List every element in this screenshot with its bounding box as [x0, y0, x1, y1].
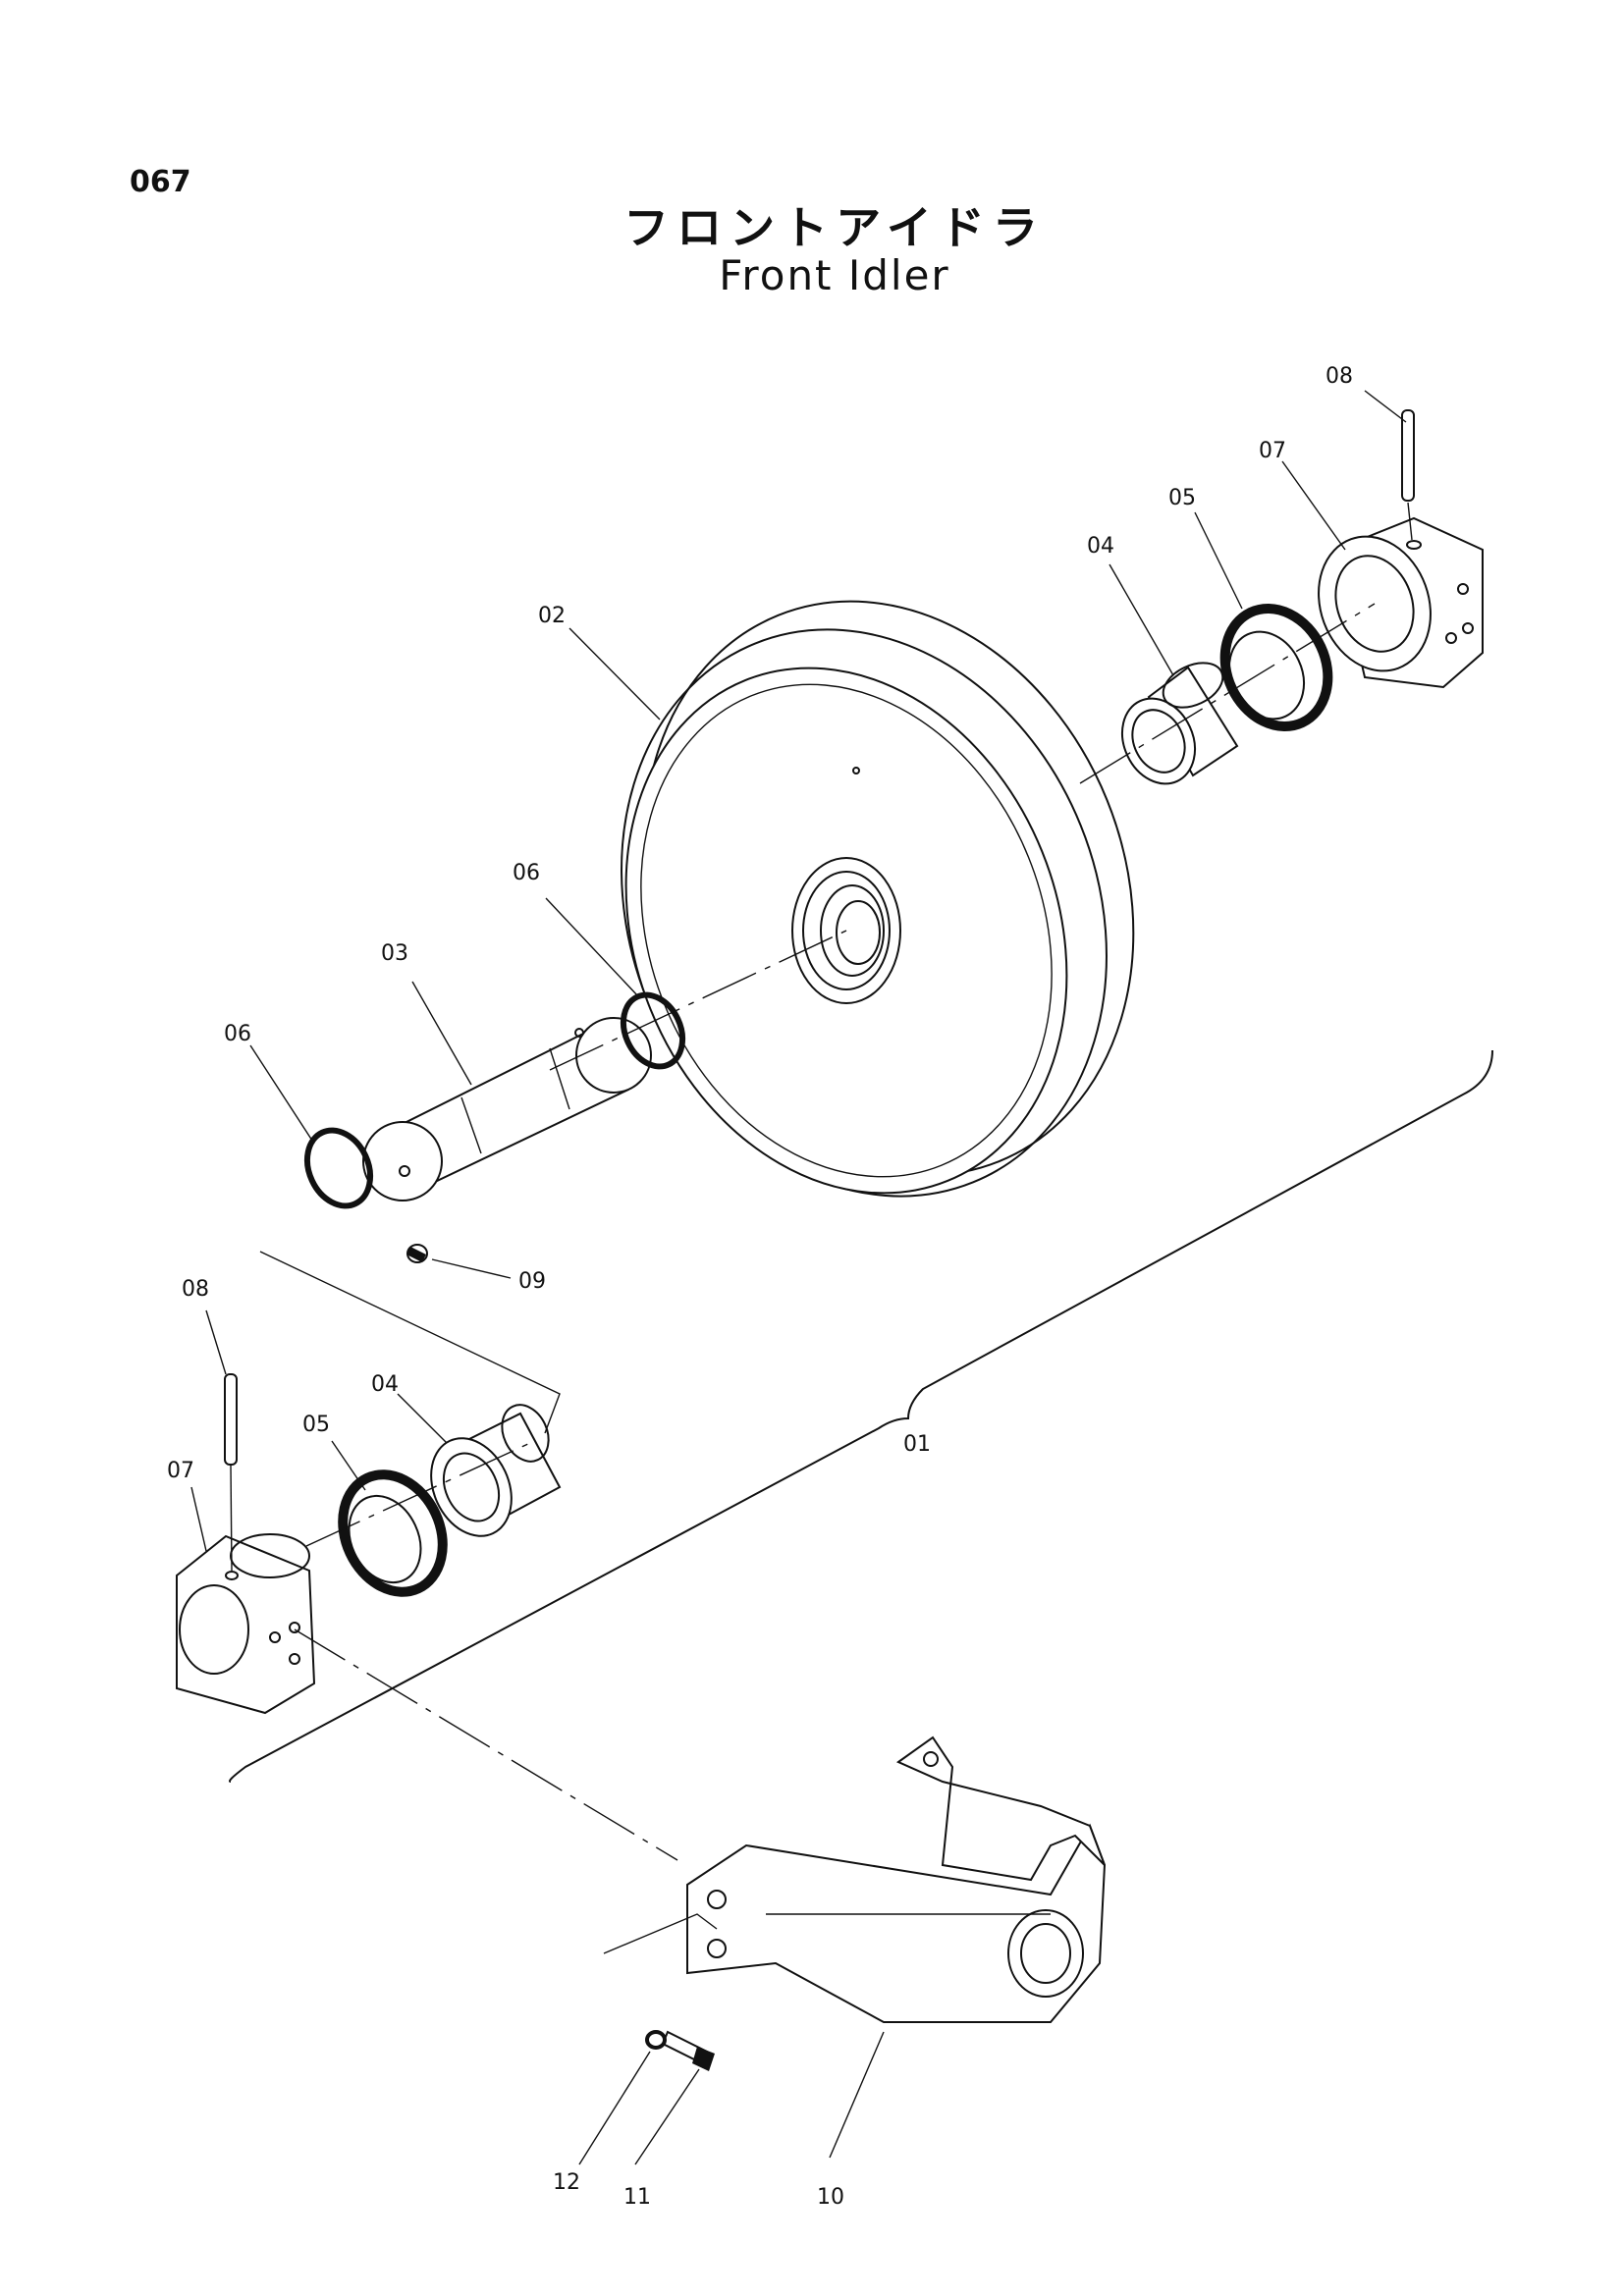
callout-pin-left: 08 [182, 1277, 209, 1302]
bushing-right [1121, 662, 1239, 785]
callout-bushing-left: 04 [371, 1372, 399, 1397]
callout-support-left: 07 [167, 1459, 194, 1483]
shaft [362, 1017, 652, 1201]
axis-line-shaft [549, 930, 847, 1071]
axis-line-right [1079, 603, 1376, 784]
axis-line-yoke [294, 1629, 678, 1861]
pin-axis-left [230, 1464, 233, 1572]
support-left [176, 1533, 316, 1715]
callout-support-right: 07 [1259, 439, 1286, 463]
callout-yoke: 10 [817, 2185, 844, 2210]
o-ring-left [303, 1127, 374, 1209]
bushing-left [430, 1404, 562, 1537]
page-number: 067 [130, 165, 191, 199]
leader-lines [190, 390, 1407, 2165]
o-ring-right [620, 991, 686, 1070]
callout-seal-right: 05 [1168, 486, 1196, 510]
pin-right [1401, 409, 1422, 550]
callout-assembly: 01 [903, 1432, 931, 1457]
seal-right [1219, 603, 1333, 732]
bolt [661, 2030, 715, 2071]
washer [645, 2030, 667, 2050]
callout-idler-wheel: 02 [538, 604, 566, 628]
callout-seal-left: 05 [302, 1413, 330, 1437]
assembly-guide-lower [603, 1913, 718, 1954]
assembly-guide-upper [259, 1251, 561, 1434]
pin-axis-right [1407, 502, 1413, 541]
callout-plug: 09 [518, 1269, 546, 1294]
seal-left [338, 1469, 448, 1597]
support-right [1318, 516, 1484, 689]
callout-o-ring-right: 06 [513, 861, 540, 885]
callout-pin-right: 08 [1325, 364, 1353, 389]
pin-left [224, 1373, 239, 1580]
title-english: Front Idler [719, 251, 950, 299]
title-japanese: フロントアイドラ [623, 201, 1046, 254]
plug [406, 1244, 428, 1263]
idler-wheel [621, 600, 1135, 1198]
yoke [686, 1735, 1107, 2023]
callout-o-ring-left: 06 [224, 1022, 251, 1046]
callout-washer: 12 [553, 2170, 580, 2195]
axis-line-left [305, 1442, 531, 1547]
assembly-bracket-line [229, 1049, 1493, 1783]
callout-bolt: 11 [623, 2185, 651, 2210]
callout-bushing-right: 04 [1087, 534, 1114, 559]
callout-shaft: 03 [381, 941, 408, 966]
